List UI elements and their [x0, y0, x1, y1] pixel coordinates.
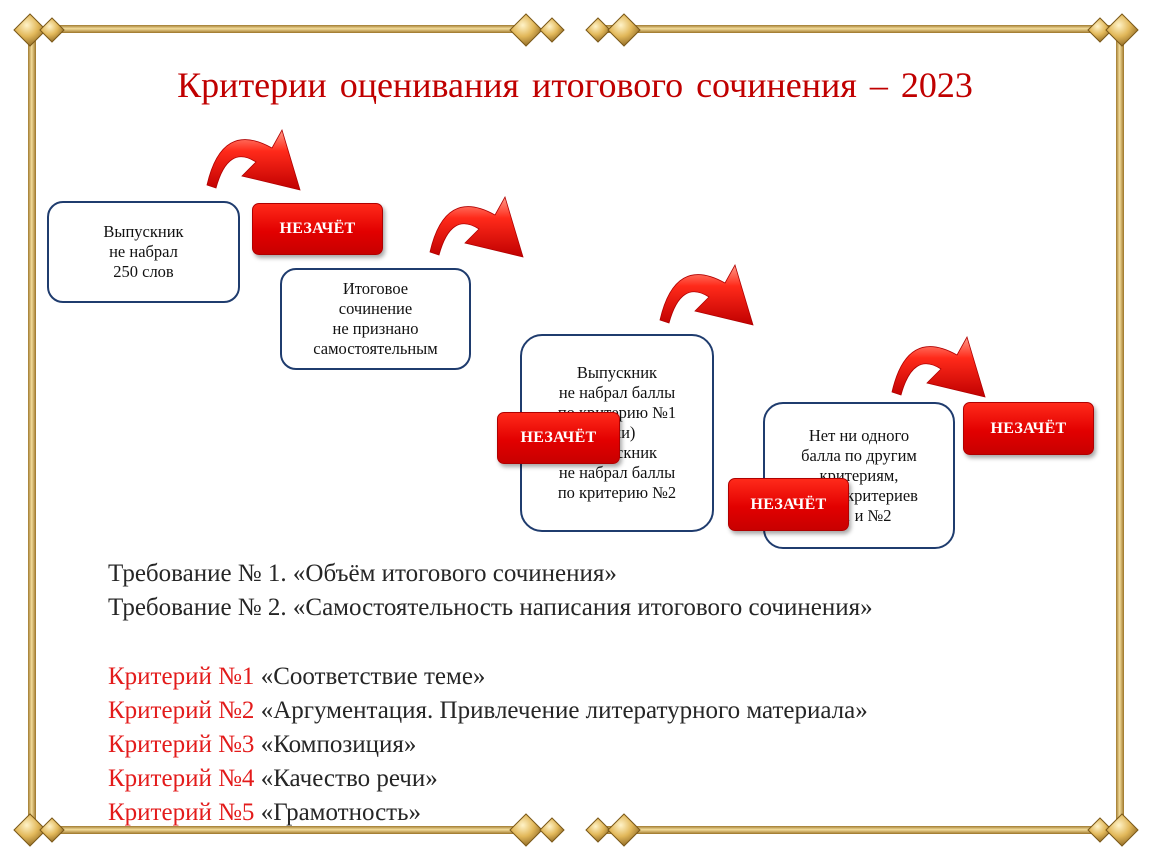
criterion-text: «Аргументация. Привлечение литературного…	[254, 697, 868, 724]
condition-box-word-count: Выпускник не набрал 250 слов	[47, 201, 240, 303]
criterion-number: Критерий №3	[108, 731, 255, 758]
fail-badge: НЕЗАЧЁТ	[252, 203, 383, 255]
criterion-text: «Композиция»	[254, 731, 417, 758]
criterion-number: Критерий №4	[108, 765, 255, 792]
criterion-5: Критерий №5 «Грамотность»	[108, 799, 421, 827]
page-title: Критерии оценивания итогового сочинения …	[177, 65, 973, 105]
criterion-number: Критерий №5	[108, 799, 255, 826]
criterion-1: Критерий №1 «Соответствие теме»	[108, 663, 485, 691]
fail-badge: НЕЗАЧЁТ	[728, 478, 849, 531]
condition-box-independence: Итоговое сочинение не признано самостоят…	[280, 268, 471, 370]
criterion-4: Критерий №4 «Качество речи»	[108, 765, 438, 793]
criterion-3: Критерий №3 «Композиция»	[108, 731, 416, 759]
criterion-number: Критерий №1	[108, 663, 255, 690]
requirement-1: Требование № 1. «Объём итогового сочинен…	[108, 560, 617, 587]
criterion-text: «Грамотность»	[254, 799, 422, 826]
criterion-2: Критерий №2 «Аргументация. Привлечение л…	[108, 697, 868, 725]
criterion-text: «Соответствие теме»	[254, 663, 486, 690]
fail-badge: НЕЗАЧЁТ	[497, 412, 620, 464]
criterion-number: Критерий №2	[108, 697, 255, 724]
criterion-text: «Качество речи»	[254, 765, 438, 792]
fail-badge: НЕЗАЧЁТ	[963, 402, 1094, 455]
condition-text: Итоговое сочинение не признано самостоят…	[313, 279, 438, 358]
condition-text: Выпускник не набрал 250 слов	[103, 222, 184, 281]
requirement-2: Требование № 2. «Самостоятельность напис…	[108, 594, 873, 621]
